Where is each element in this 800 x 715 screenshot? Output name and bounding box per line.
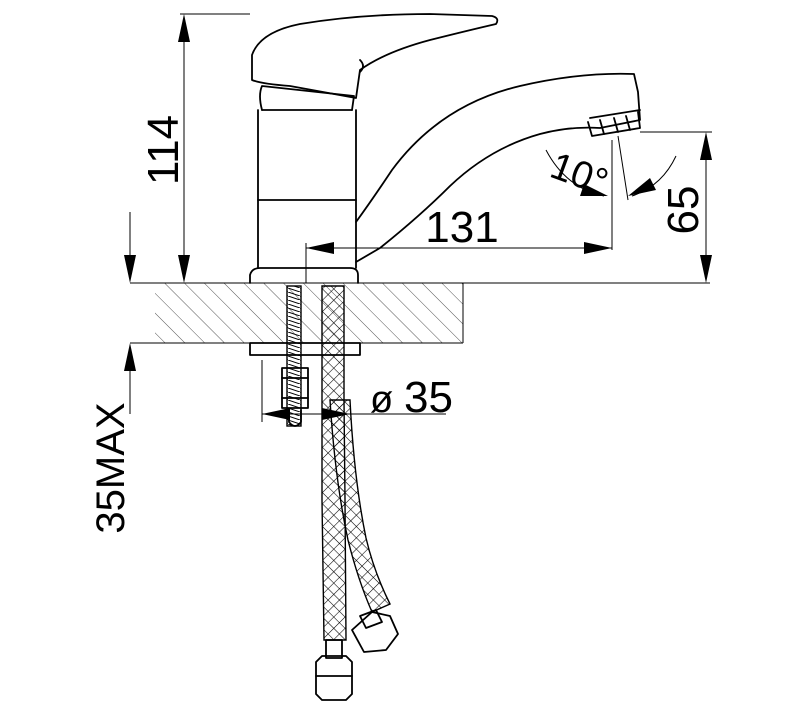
dimension-65: 65 bbox=[640, 132, 712, 283]
dim-diameter-symbol: ø bbox=[370, 379, 393, 421]
dim-131-label: 131 bbox=[425, 203, 498, 252]
dim-diameter-label: 35 bbox=[404, 373, 453, 422]
dim-65-label: 65 bbox=[659, 186, 708, 235]
dim-35max-label: 35MAX bbox=[89, 402, 133, 533]
dimension-35max: 35MAX bbox=[89, 212, 136, 534]
faucet-body bbox=[250, 86, 358, 283]
dim-114-label: 114 bbox=[139, 115, 188, 185]
countertop-section bbox=[130, 283, 710, 343]
dimension-angle: 10° bbox=[545, 136, 676, 204]
dimension-114: 114 bbox=[139, 14, 250, 283]
under-counter-assembly bbox=[250, 286, 398, 700]
lever-handle bbox=[252, 14, 497, 98]
